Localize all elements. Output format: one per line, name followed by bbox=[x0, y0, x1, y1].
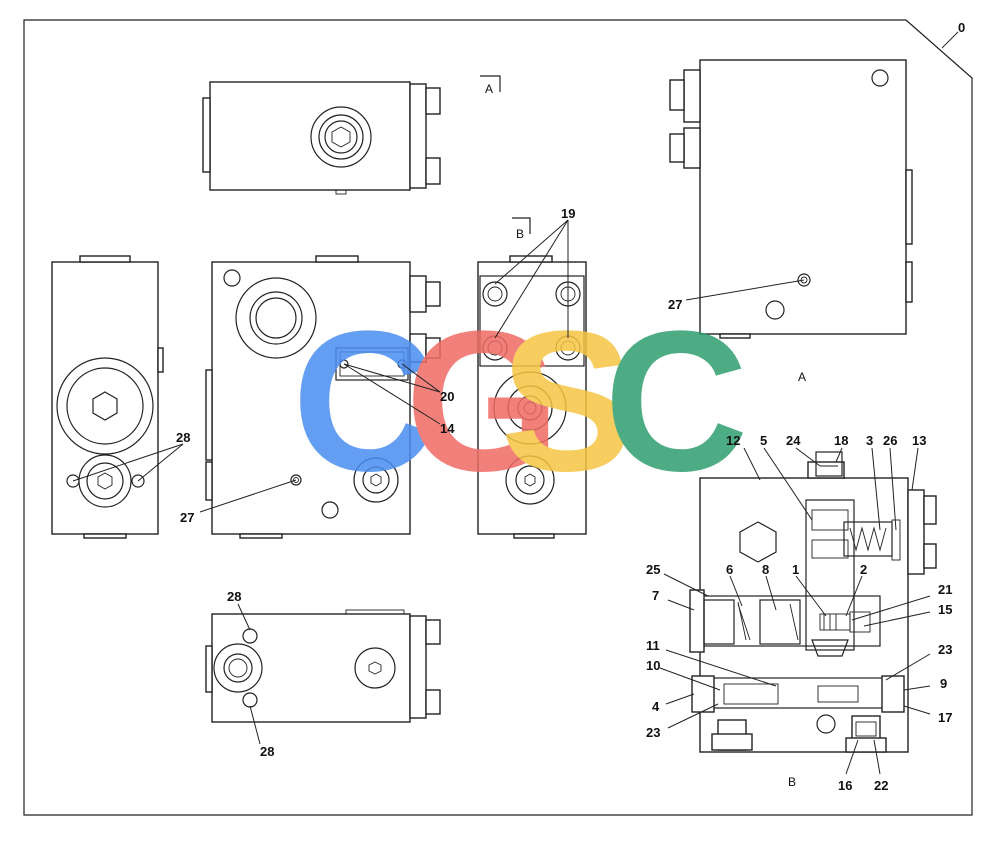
part-label-5: 5 bbox=[760, 433, 767, 448]
part-label-20: 20 bbox=[440, 389, 454, 404]
watermark-letter: C bbox=[604, 290, 748, 513]
part-label-7: 7 bbox=[652, 588, 659, 603]
section-view-b bbox=[689, 451, 937, 753]
top-view bbox=[202, 81, 441, 195]
part-label-17: 17 bbox=[938, 710, 952, 725]
part-label-2: 2 bbox=[860, 562, 867, 577]
part-label-12: 12 bbox=[726, 433, 740, 448]
part-label-3: 3 bbox=[866, 433, 873, 448]
part-label-24: 24 bbox=[786, 433, 801, 448]
section-a-mark: A bbox=[485, 82, 493, 96]
part-label-8: 8 bbox=[762, 562, 769, 577]
view-b-caption: B bbox=[788, 775, 796, 789]
part-label-16: 16 bbox=[838, 778, 852, 793]
part-label-28: 28 bbox=[227, 589, 241, 604]
part-label-1: 1 bbox=[792, 562, 799, 577]
part-label-6: 6 bbox=[726, 562, 733, 577]
part-label-25: 25 bbox=[646, 562, 660, 577]
section-b-mark: B bbox=[516, 227, 524, 241]
view-a bbox=[669, 59, 913, 339]
part-label-23: 23 bbox=[938, 642, 952, 657]
watermark-letter: G bbox=[405, 290, 561, 513]
leader-lines bbox=[72, 219, 931, 775]
part-label-15: 15 bbox=[938, 602, 952, 617]
bottom-view bbox=[205, 609, 441, 723]
part-label-27: 27 bbox=[180, 510, 194, 525]
part-label-22: 22 bbox=[874, 778, 888, 793]
part-label-18: 18 bbox=[834, 433, 848, 448]
left-side-view bbox=[51, 255, 164, 539]
part-label-28: 28 bbox=[260, 744, 274, 759]
part-label-14: 14 bbox=[440, 421, 455, 436]
watermark: C G S C bbox=[292, 290, 748, 513]
view-a-caption: A bbox=[798, 370, 806, 384]
part-label-10: 10 bbox=[646, 658, 660, 673]
part-label-21: 21 bbox=[938, 582, 952, 597]
part-label-27: 27 bbox=[668, 297, 682, 312]
part-label-28: 28 bbox=[176, 430, 190, 445]
part-label-4: 4 bbox=[652, 699, 660, 714]
part-labels: 19 20 14 28 27 27 28 28 12 5 24 18 3 26 … bbox=[176, 206, 952, 793]
watermark-letter: C bbox=[292, 290, 436, 513]
front-view bbox=[205, 255, 441, 539]
part-label-19: 19 bbox=[561, 206, 575, 221]
watermark-letter: S bbox=[500, 290, 633, 513]
part-label-26: 26 bbox=[883, 433, 897, 448]
part-label-23: 23 bbox=[646, 725, 660, 740]
part-label-9: 9 bbox=[940, 676, 947, 691]
part-label-13: 13 bbox=[912, 433, 926, 448]
drawing-frame bbox=[23, 19, 973, 816]
frame-label: 0 bbox=[958, 20, 965, 35]
part-label-11: 11 bbox=[646, 638, 660, 653]
